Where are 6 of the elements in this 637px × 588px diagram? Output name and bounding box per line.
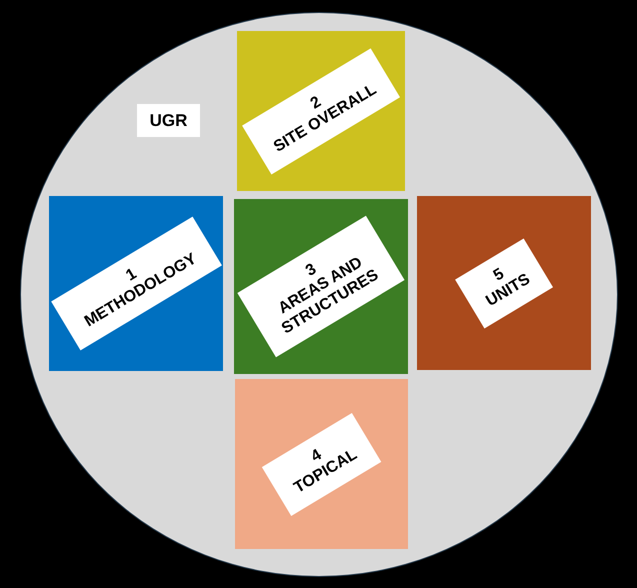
category-square bbox=[417, 196, 591, 370]
title-tag: UGR bbox=[137, 104, 200, 137]
category-square bbox=[234, 199, 408, 374]
category-square bbox=[237, 31, 405, 191]
category-square bbox=[49, 196, 223, 371]
category-square bbox=[235, 379, 408, 549]
